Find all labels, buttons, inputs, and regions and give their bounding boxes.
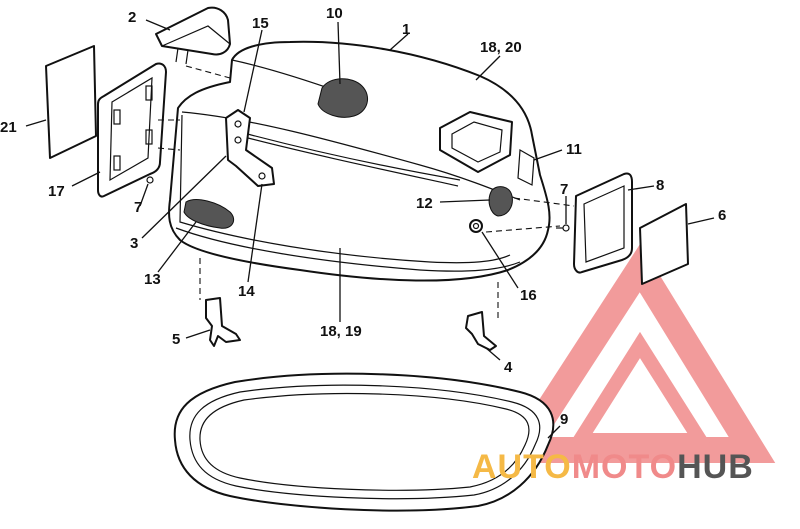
callout-13: 13 [144,271,161,288]
watermark-text-part3: HUB [677,448,754,486]
callout-18-20: 18, 20 [480,39,522,56]
callout-2: 2 [128,9,136,26]
callout-14: 14 [238,283,255,300]
cap-cover [155,6,231,65]
watermark-text: AUTOMOTOHUB [472,448,754,486]
watermark-triangle-inner [567,331,713,447]
engine-cover [168,40,551,282]
foam-pad-top [317,78,369,118]
bracket-right-lower [465,311,497,351]
callout-7-right: 7 [560,181,568,198]
watermark-logo [498,243,776,463]
callout-15: 15 [252,15,269,32]
callout-11: 11 [566,141,582,158]
callout-3: 3 [130,235,138,252]
lower-seal-gasket [173,372,555,512]
callout-17: 17 [48,183,65,200]
callout-1: 1 [402,21,410,38]
callout-12: 12 [416,195,433,212]
left-panel-frame [97,62,167,198]
callout-5: 5 [172,331,180,348]
callout-16: 16 [520,287,537,304]
foam-pad-lower [183,199,235,229]
callout-21: 21 [0,119,17,136]
callout-18-19: 18, 19 [320,323,362,340]
callout-4: 4 [504,359,513,376]
left-decal [45,45,97,159]
callout-7-left: 7 [134,199,142,216]
watermark-text-part2: MOTO [572,448,677,486]
grommet [469,219,483,233]
right-panel-frame [573,172,633,274]
callout-10: 10 [326,5,343,22]
watermark-text-part1: AUTO [472,448,572,486]
bracket-left-lower [205,297,241,347]
screw-right [556,224,570,232]
right-decal [639,203,689,285]
callout-8: 8 [656,177,664,194]
callout-6: 6 [718,207,726,224]
bracket-plate [225,109,275,187]
callout-9: 9 [560,411,568,428]
screw-left [146,176,154,184]
foam-pad-side [488,186,513,217]
watermark-triangle-outer [498,243,776,463]
